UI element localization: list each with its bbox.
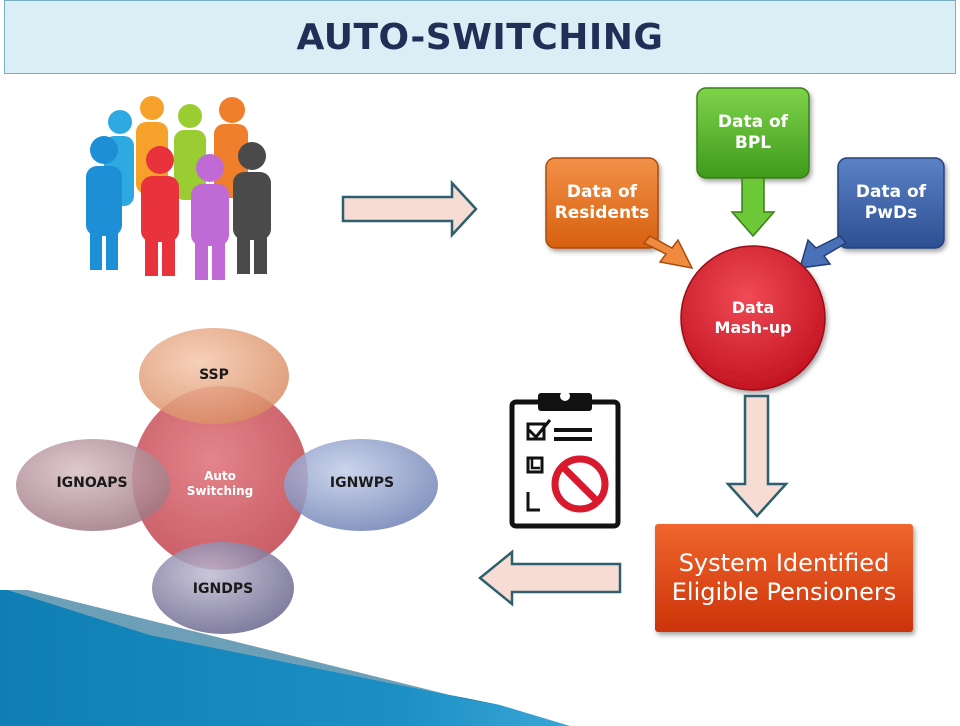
pwds-label: Data of PwDs xyxy=(855,181,927,223)
venn-center-circle xyxy=(132,386,308,570)
residents-box xyxy=(545,157,659,249)
residents-label: Data of Residents xyxy=(554,181,650,223)
venn-ignwps-label: IGNWPS xyxy=(329,475,395,492)
venn-ignoaps-ellipse xyxy=(16,439,170,531)
venn-igndps-ellipse xyxy=(152,542,294,634)
decorative-banner-highlight xyxy=(8,590,500,705)
venn-igndps-label: IGNDPS xyxy=(192,581,254,598)
venn-diagram xyxy=(16,328,438,634)
header-banner: AUTO-SWITCHING xyxy=(4,0,956,74)
venn-ssp-ellipse xyxy=(139,328,289,424)
arrow-bpl-to-mashup xyxy=(730,177,776,238)
venn-ssp-label: SSP xyxy=(199,367,229,384)
arrow-pwds-to-mashup xyxy=(798,235,848,269)
arrow-people-to-data xyxy=(341,179,478,239)
bpl-label: Data of BPL xyxy=(717,111,789,153)
pwds-box xyxy=(837,157,945,249)
result-box xyxy=(655,524,913,632)
venn-ignoaps-label: IGNOAPS xyxy=(56,475,128,492)
venn-ignwps-ellipse xyxy=(284,439,438,531)
venn-center-label: Auto Switching xyxy=(186,469,254,498)
people-group-icon xyxy=(86,96,271,280)
arrow-result-to-venn xyxy=(478,549,622,607)
mashup-circle xyxy=(680,245,826,391)
page-title: AUTO-SWITCHING xyxy=(296,16,664,58)
mashup-label: Data Mash-up xyxy=(714,298,792,337)
decorative-banner xyxy=(0,590,570,726)
result-label: System Identified Eligible Pensioners xyxy=(671,549,897,606)
arrow-residents-to-mashup xyxy=(642,235,694,270)
no-entry-icon xyxy=(551,455,609,513)
arrow-mashup-to-result xyxy=(725,394,789,518)
